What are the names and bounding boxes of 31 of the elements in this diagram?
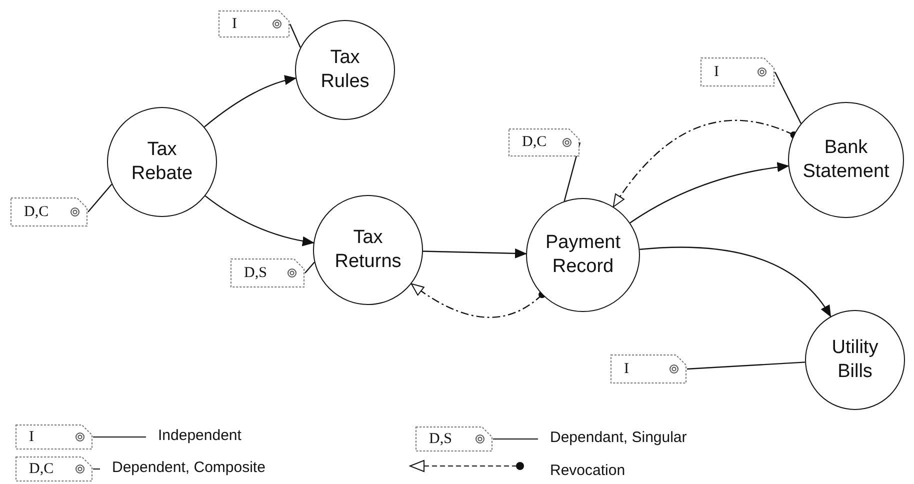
arrow	[640, 246, 832, 318]
arrow	[410, 283, 546, 318]
connector-line	[289, 24, 301, 48]
arrow	[204, 75, 297, 128]
entity-circle: Tax Returns	[313, 195, 423, 305]
tag-label: D,C	[15, 456, 93, 482]
tag-label: I	[700, 57, 775, 87]
entity-circle: Tax Rebate	[107, 107, 217, 217]
tag-label: D,C	[10, 197, 88, 227]
legend-text: Dependant, Singular	[550, 429, 687, 446]
connector-line	[774, 72, 802, 124]
tag-label: I	[15, 424, 93, 450]
entity-circle: Tax Rules	[295, 20, 395, 120]
tag-label: I	[610, 354, 687, 384]
arrow	[204, 195, 314, 246]
connector-line	[88, 184, 112, 212]
connector-line	[304, 262, 315, 274]
tag-label: D,C	[508, 128, 580, 157]
tag-label: D,S	[230, 258, 305, 288]
tag-label: D,S	[415, 426, 493, 452]
connector-line	[686, 362, 806, 370]
entity-circle: Payment Record	[526, 198, 640, 312]
tag-label: I	[218, 10, 290, 38]
legend-text: Dependent, Composite	[112, 459, 266, 476]
arrow	[612, 120, 798, 208]
entity-circle: Utility Bills	[805, 310, 905, 410]
arrow	[630, 162, 790, 224]
legend-text: Independent	[158, 427, 242, 444]
arrow	[422, 248, 528, 258]
legend-text: Revocation	[550, 462, 626, 479]
entity-circle: Bank Statement	[788, 102, 904, 218]
